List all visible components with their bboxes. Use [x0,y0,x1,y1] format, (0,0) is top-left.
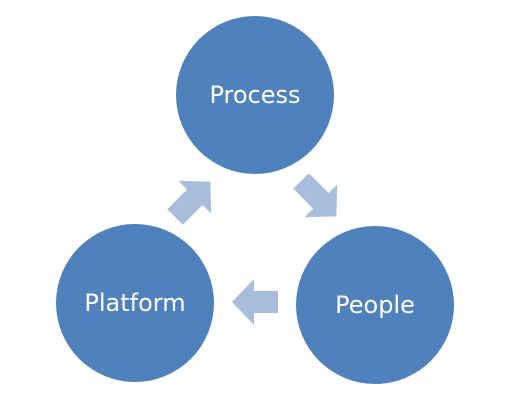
arrow-process-to-people [293,173,338,218]
process-label: Process [209,81,301,109]
platform-label: Platform [84,289,186,317]
arrow-platform-to-process [167,180,212,225]
arrow-shape [167,180,212,225]
process-node: Process [176,16,334,174]
arrow-shape [232,279,278,325]
arrow-shape [293,173,338,218]
people-label: People [335,291,415,319]
platform-node: Platform [56,224,214,382]
people-node: People [296,226,454,384]
arrow-people-to-platform [232,279,278,325]
